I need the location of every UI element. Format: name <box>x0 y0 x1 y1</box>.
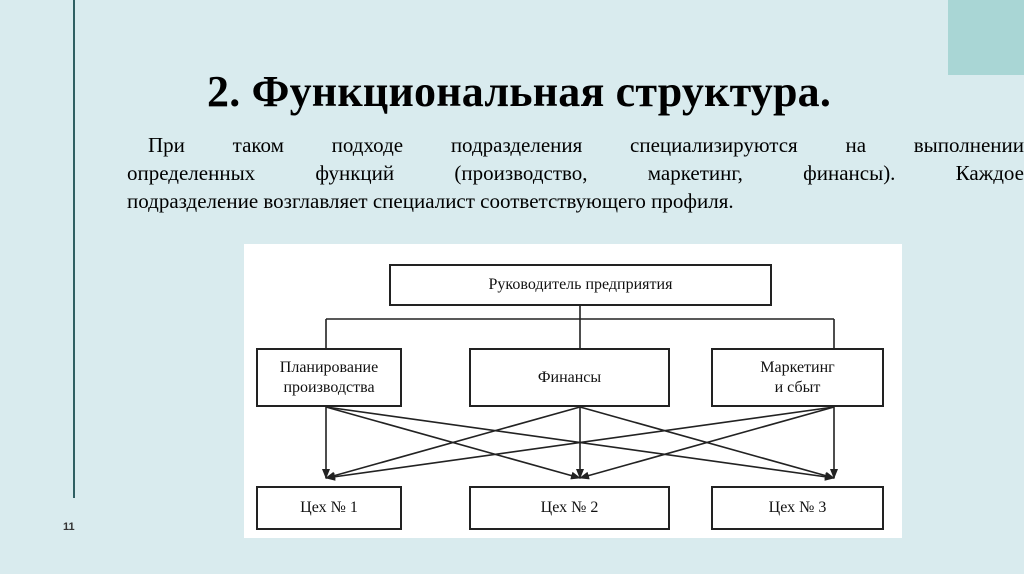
node-workshop-2: Цех № 2 <box>469 486 670 530</box>
node-workshop-label: Цех № 2 <box>540 499 599 516</box>
paragraph-line: подразделение возглавляет специалист соо… <box>127 189 734 213</box>
node-workshop-label: Цех № 3 <box>768 499 827 516</box>
paragraph-line: При таком подходе подразделения специали… <box>148 133 1024 157</box>
node-root-label: Руководитель предприятия <box>488 276 673 293</box>
node-root: Руководитель предприятия <box>389 264 772 306</box>
node-function-planning: Планирование производства <box>256 348 402 407</box>
diagram-connectors <box>322 306 838 481</box>
node-function-label: Маркетинг и сбыт <box>760 358 835 396</box>
node-function-label: Планирование производства <box>279 358 379 396</box>
node-function-finance: Финансы <box>469 348 670 407</box>
page-number: 11 <box>63 521 75 533</box>
arrow-finance-to-workshop-1 <box>325 406 581 480</box>
node-workshop-3: Цех № 3 <box>711 486 884 530</box>
paragraph-line: определенных функций (производство, марк… <box>127 161 1024 185</box>
slide-title: 2. Функциональная структура. <box>207 67 832 116</box>
decorative-corner-box <box>948 0 1024 75</box>
accent-vertical-line <box>73 0 75 498</box>
node-workshop-1: Цех № 1 <box>256 486 402 530</box>
arrow-marketing-to-workshop-1 <box>325 406 835 481</box>
slide-paragraph: При таком подходе подразделения специали… <box>127 131 1024 215</box>
node-function-label: Финансы <box>537 368 602 386</box>
arrow-marketing-to-workshop-2 <box>579 406 835 480</box>
node-function-marketing: Маркетинг и сбыт <box>711 348 884 407</box>
org-structure-diagram: Руководитель предприятия Планирование пр… <box>244 244 902 538</box>
node-workshop-label: Цех № 1 <box>300 499 358 516</box>
